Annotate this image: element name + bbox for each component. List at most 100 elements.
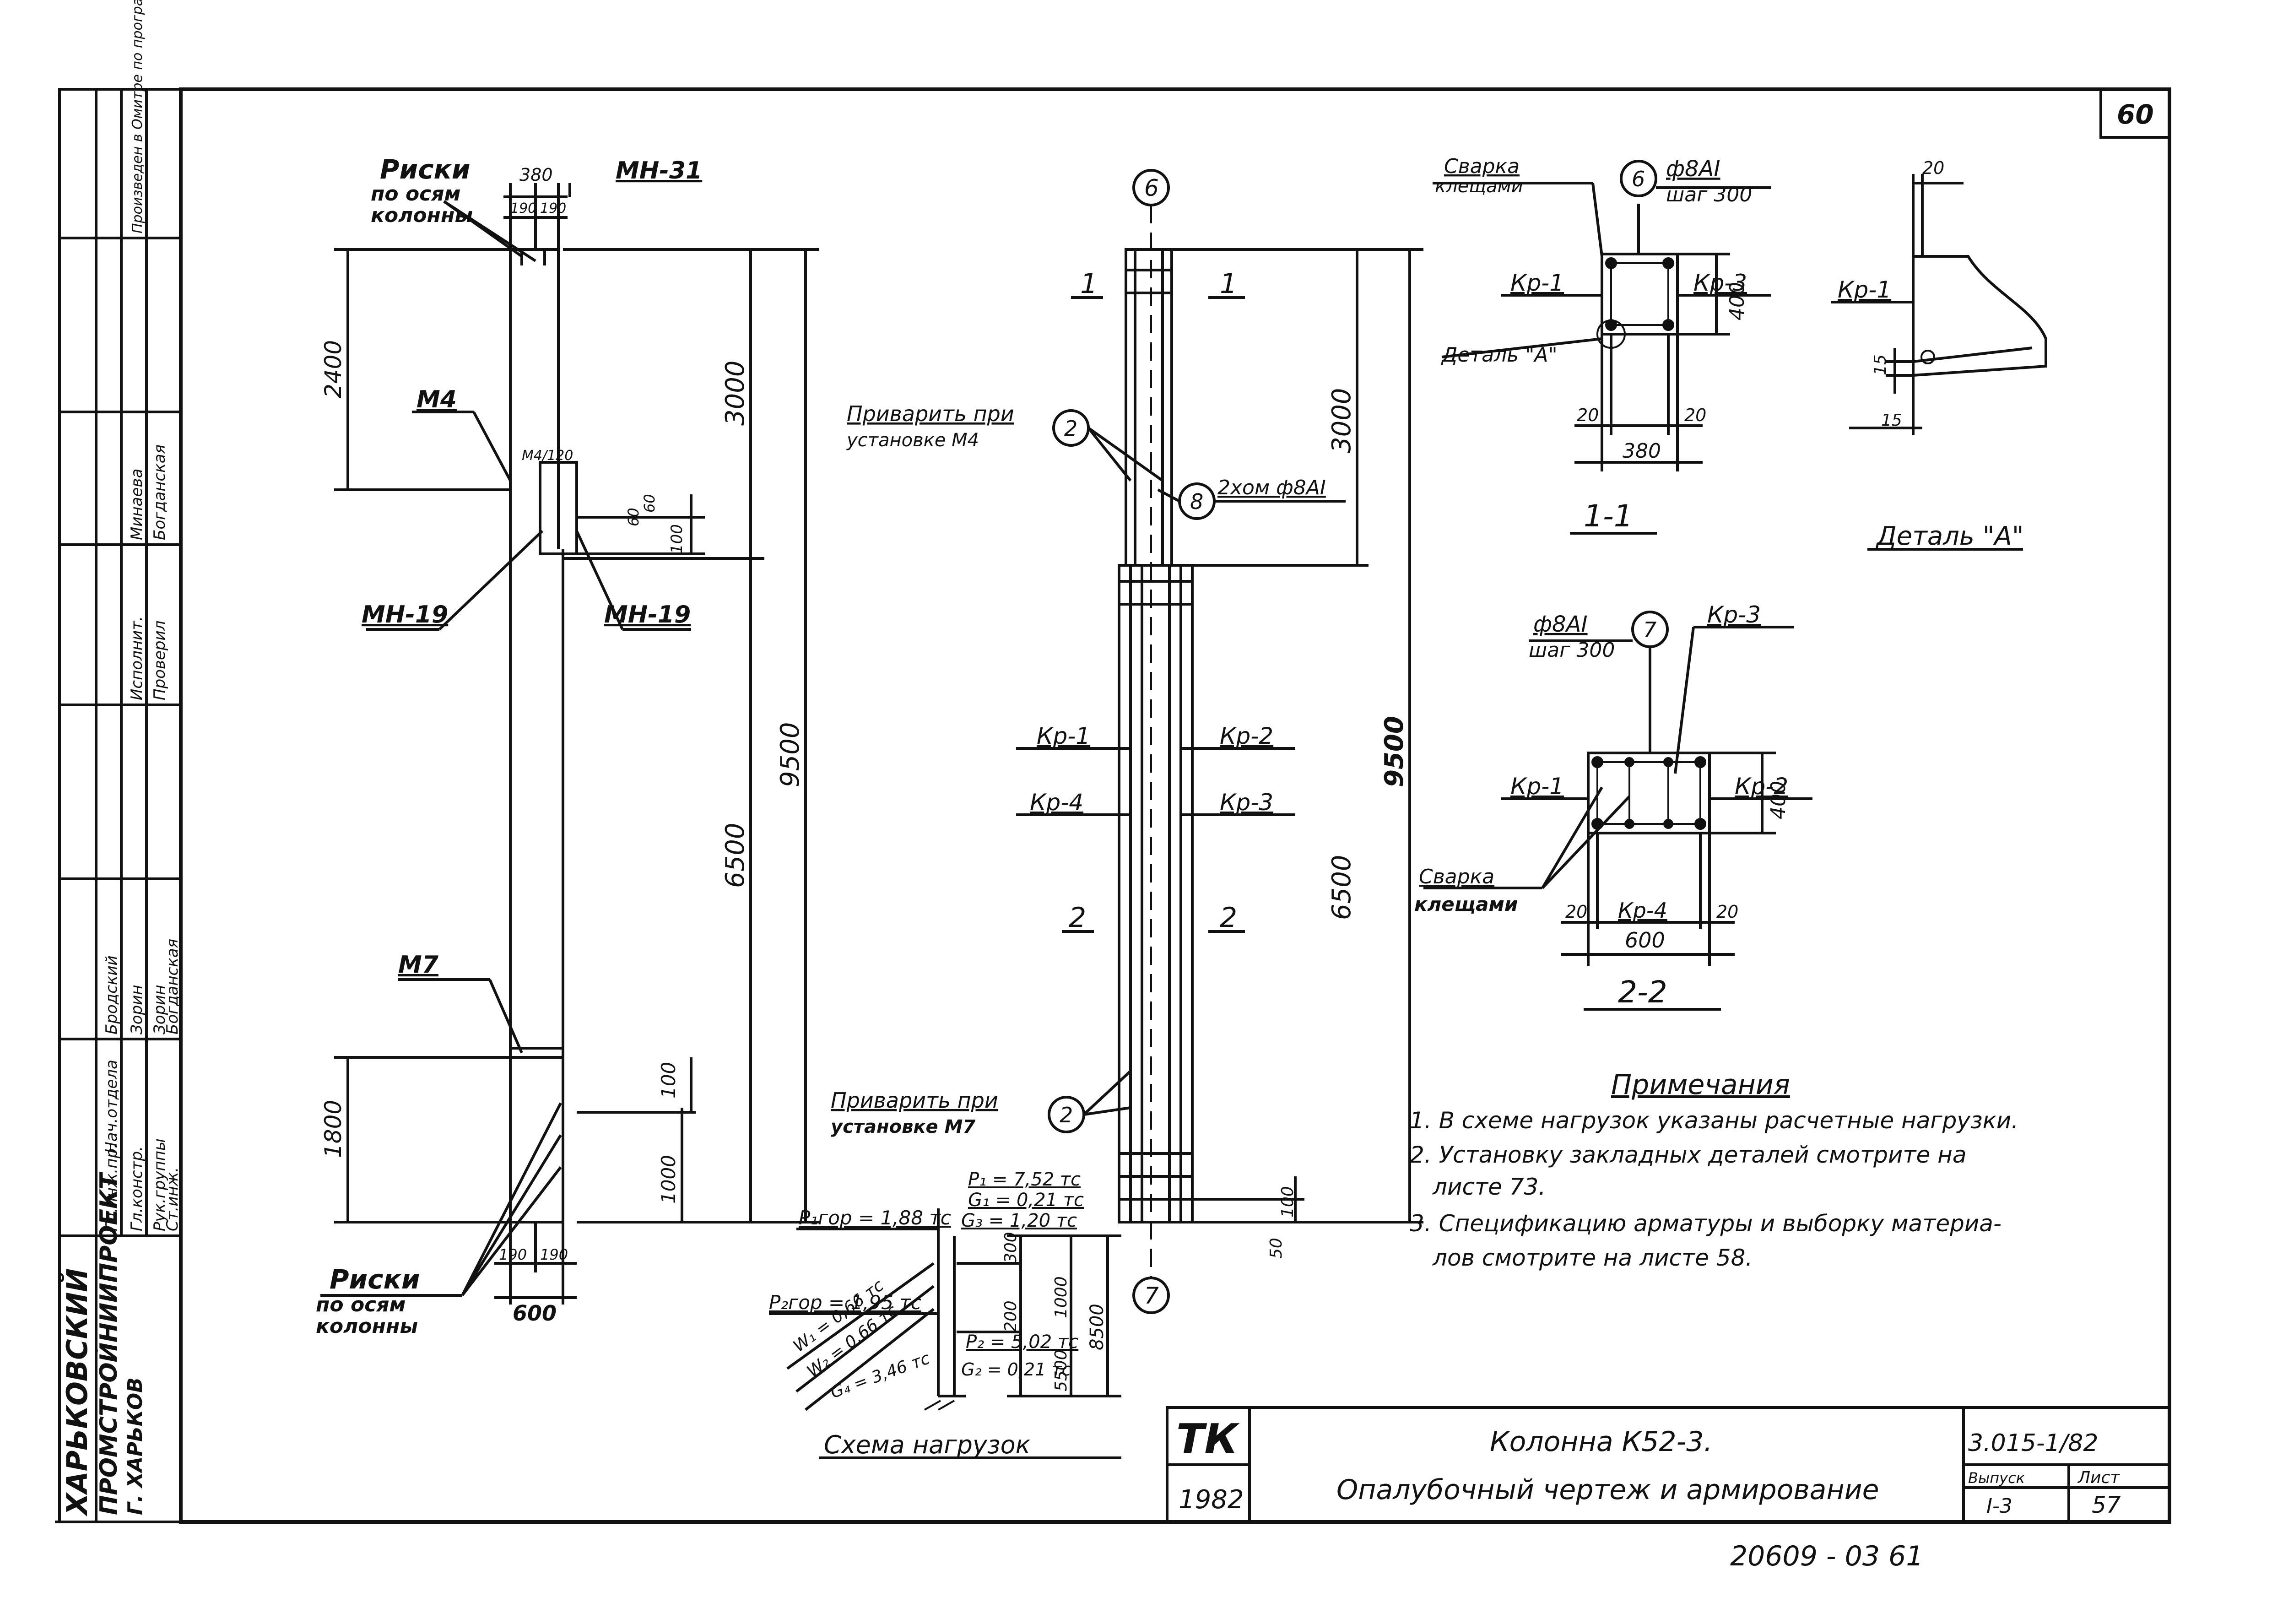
stamp-org1: ХАРЬКОВСКИЙ bbox=[60, 1268, 94, 1517]
axis-6-label: 6 bbox=[1144, 175, 1159, 201]
stamp-role-0: Гл.инж.пр. bbox=[103, 1143, 121, 1231]
load-dim-1000: 1000 bbox=[1052, 1276, 1071, 1318]
detail-a bbox=[1831, 174, 2047, 551]
s22-kr3: Кр-3 bbox=[1707, 601, 1761, 628]
dim-6500-reinf: 6500 bbox=[1327, 855, 1357, 920]
det-title: Деталь "А" bbox=[1875, 521, 2024, 551]
tb-doc-code: 3.015-1/82 bbox=[1968, 1429, 2098, 1457]
s22-dim-20a: 20 bbox=[1565, 902, 1587, 922]
stamp-name-6: Богданская bbox=[151, 444, 169, 540]
stamp-role-3: Рук.группы bbox=[151, 1138, 169, 1231]
s22-pos: 7 bbox=[1643, 617, 1656, 642]
reinforcement-view bbox=[1016, 169, 1423, 1314]
section-1-1 bbox=[1433, 160, 1771, 535]
dim-600-formwork: 600 bbox=[513, 1301, 557, 1326]
weld-m4-pos: 2 bbox=[1064, 416, 1077, 441]
s22-rebar1: ф8АI bbox=[1533, 612, 1588, 637]
load-g3: G₃ = 1,20 тс bbox=[961, 1210, 1077, 1231]
label-riski-top-sub2: колонны bbox=[371, 204, 473, 227]
section-2-2 bbox=[1423, 611, 1812, 1011]
load-p1: P₁ = 7,52 тс bbox=[968, 1169, 1081, 1190]
weld-m7-pos: 2 bbox=[1060, 1103, 1073, 1127]
notes-heading: Примечания bbox=[1611, 1069, 1790, 1101]
stamp-name-2: Зорин bbox=[128, 985, 146, 1034]
s11-dim-400: 400 bbox=[1726, 282, 1749, 320]
stamp-name-1: Бродский bbox=[103, 955, 121, 1034]
tb-list-value: 57 bbox=[2092, 1492, 2121, 1518]
stamp-role-4: Ст.инж. bbox=[163, 1167, 182, 1231]
dim-100: 100 bbox=[668, 524, 686, 554]
pos8-label: 2хом ф8АI bbox=[1217, 476, 1326, 499]
label-mn19-left: МН-19 bbox=[362, 601, 448, 628]
dim-190b-top: 190 bbox=[540, 200, 566, 217]
label-riski-top: Риски bbox=[380, 154, 471, 185]
s22-title: 2-2 bbox=[1618, 974, 1667, 1010]
weld-m4-line1: Приварить при bbox=[847, 401, 1014, 426]
stamp-name-3: Зорин bbox=[151, 985, 169, 1034]
s22-kr2: Кр-2 bbox=[1735, 773, 1788, 800]
formwork-view bbox=[320, 183, 819, 1305]
label-riski-top-sub1: по осям bbox=[371, 182, 460, 206]
tb-title-line2: Опалубочный чертеж и армирование bbox=[1336, 1474, 1879, 1506]
note-3a: 3. Спецификацию арматуры и выборку матер… bbox=[1410, 1210, 2002, 1237]
load-p2: P₂ = 5,02 тс bbox=[966, 1332, 1078, 1353]
load-p1hor: P₁гор = 1,88 тс bbox=[799, 1207, 951, 1229]
dim-190d: 190 bbox=[540, 1246, 568, 1263]
stamp-name-5: Минаева bbox=[128, 469, 146, 540]
dim-9500-reinf: 9500 bbox=[1379, 716, 1409, 787]
weld-m7-line2: установке М7 bbox=[831, 1116, 975, 1137]
load-scheme-text: P₁ = 7,52 тс G₁ = 0,21 тс G₃ = 1,20 тс P… bbox=[769, 1169, 1108, 1459]
s11-rebar1: ф8АI bbox=[1666, 156, 1720, 182]
load-scheme bbox=[769, 1208, 1121, 1459]
det-dim-15b: 15 bbox=[1881, 411, 1902, 430]
s11-svarka1: Сварка bbox=[1444, 155, 1520, 178]
s22-dim-20b: 20 bbox=[1716, 902, 1738, 922]
tb-year: 1982 bbox=[1179, 1485, 1244, 1515]
s22-rebar2: шаг 300 bbox=[1529, 639, 1615, 662]
dim-60b: 60 bbox=[641, 494, 658, 513]
s22-kr4: Кр-4 bbox=[1618, 898, 1667, 923]
label-riski-bot: Риски bbox=[330, 1264, 420, 1295]
s11-dim-20b: 20 bbox=[1684, 405, 1706, 425]
s22-dim-400: 400 bbox=[1767, 781, 1790, 819]
section-2-left: 2 bbox=[1069, 902, 1086, 934]
stamp-role-5: Исполнит. bbox=[128, 616, 146, 700]
tb-title-line1: Колонна К52-3. bbox=[1490, 1426, 1713, 1458]
label-mn19-right: МН-19 bbox=[604, 601, 691, 628]
s11-dim-20a: 20 bbox=[1577, 405, 1599, 425]
s11-rebar2: шаг 300 bbox=[1666, 183, 1752, 206]
det-dim-15a: 15 bbox=[1871, 354, 1890, 375]
stamp-computed: Произведен в Омитре по программе bbox=[130, 0, 146, 233]
load-g2: G₂ = 0,21 тс bbox=[961, 1359, 1071, 1380]
dim-100-reinf: 100 bbox=[1278, 1186, 1297, 1218]
load-p2hor: P₂гор = 1,95 тс bbox=[769, 1291, 921, 1314]
dim-380-top: 380 bbox=[519, 165, 553, 185]
label-mn31: МН-31 bbox=[616, 157, 702, 184]
kr2-label: Кр-2 bbox=[1220, 723, 1273, 749]
s11-title: 1-1 bbox=[1584, 498, 1633, 534]
stamp-org3: Г. ХАРЬКОВ bbox=[124, 1377, 147, 1515]
s22-svarka2: клещами bbox=[1414, 893, 1518, 915]
dim-3000-reinf: 3000 bbox=[1327, 388, 1357, 453]
kr4-label: Кр-4 bbox=[1030, 789, 1083, 816]
weld-m4-line2: установке М4 bbox=[846, 430, 979, 451]
s11-dim-380: 380 bbox=[1623, 439, 1661, 463]
reinforcement-text: 6 7 1 1 2 2 Приварить при установке М4 2… bbox=[831, 175, 1409, 1309]
s11-svarka2: клещами bbox=[1435, 176, 1523, 197]
side-stamp: ХАРЬКОВСКИЙ ПРОМСТРОЙНИИПРОЕКТ Г. ХАРЬКО… bbox=[60, 0, 182, 1517]
det-dim-20: 20 bbox=[1922, 158, 1944, 178]
label-riski-bot-sub2: колонны bbox=[316, 1315, 418, 1338]
section-1-1-text: Сварка клещами 6 ф8АI шаг 300 Кр-1 Кр-3 … bbox=[1435, 155, 1752, 534]
stamp-org2: ПРОМСТРОЙНИИПРОЕКТ bbox=[95, 1172, 123, 1515]
kr1-label: Кр-1 bbox=[1037, 723, 1090, 749]
note-2a: 2. Установку закладных деталей смотрите … bbox=[1410, 1142, 1966, 1168]
detail-a-text: 20 Кр-1 15 15 Деталь "А" bbox=[1838, 158, 2024, 551]
label-riski-bot-sub1: по осям bbox=[316, 1293, 406, 1316]
s11-kr3: Кр-3 bbox=[1693, 270, 1747, 296]
load-g1: G₁ = 0,21 тс bbox=[968, 1190, 1084, 1211]
stamp-role-6: Проверил bbox=[151, 621, 169, 700]
axis-7-label: 7 bbox=[1144, 1283, 1159, 1309]
section-1-left: 1 bbox=[1080, 268, 1098, 300]
axis-7-bubble bbox=[1132, 1277, 1170, 1314]
load-dim-5500: 5500 bbox=[1052, 1349, 1071, 1391]
